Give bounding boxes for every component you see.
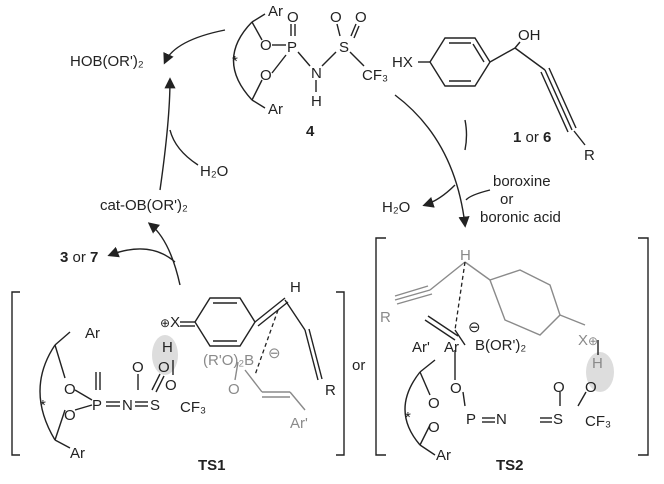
atom-label: O <box>260 67 272 84</box>
forming-bond <box>254 309 279 376</box>
substrate-in-arrow <box>464 119 468 151</box>
atom-label: O <box>585 379 597 396</box>
water-out-arrow <box>422 184 456 208</box>
cycle-arrow <box>394 94 470 228</box>
atom-label: O <box>132 359 144 376</box>
atom-label: ⊕X <box>160 314 180 331</box>
atom-label: H <box>311 93 322 110</box>
atom-label: R <box>325 382 336 399</box>
atom-label: O <box>287 9 299 26</box>
atom-label: CF₃ <box>180 399 206 416</box>
atom-label: O <box>158 359 170 376</box>
quinoid-ring <box>489 269 561 336</box>
atom-label: O <box>330 9 342 26</box>
atom-label: O <box>553 379 565 396</box>
h2o-in-arrow <box>169 129 199 166</box>
cycle-arrow <box>159 77 176 191</box>
atom-label: O <box>64 381 76 398</box>
boron-label: B(OR')₂ <box>475 337 526 354</box>
aryl-label: Ar <box>268 101 283 118</box>
intermediate-label: cat-OB(OR')₂ <box>100 197 188 214</box>
atom-label: O <box>450 380 462 397</box>
atom-label: H <box>592 355 603 372</box>
reagent-label: boroxine <box>493 173 551 190</box>
aryl-label: Ar' <box>412 339 430 356</box>
ts-label: TS1 <box>198 457 226 474</box>
chirality-star: * <box>405 409 411 426</box>
catalyst-4: Ar Ar * O O O P N S O O CF₃ H 4 <box>232 3 388 140</box>
atom-label: N <box>122 397 133 414</box>
atom-label: S <box>150 397 160 414</box>
bracket-left <box>375 237 386 456</box>
atom-label: X⊕ <box>578 332 598 349</box>
atom-label: R <box>380 309 391 326</box>
binaphthyl-arc <box>232 21 253 101</box>
charge-label: ⊖ <box>268 345 281 362</box>
compound-number: 4 <box>306 123 315 140</box>
atom-label: O <box>428 395 440 412</box>
reagent-label: boronic acid <box>480 209 561 226</box>
transition-state-1: ⊕X H H O (R'O)₂B ⊖ O Ar Ar * O O P N S O… <box>11 279 345 474</box>
atom-label: O <box>260 37 272 54</box>
reagent-in-arrow <box>465 189 491 201</box>
atom-label: H <box>460 247 471 264</box>
aryl-label: Ar' <box>290 415 308 432</box>
transition-state-2: H R ⊖ B(OR')₂ X⊕ H Ar' Ar O Ar Ar * O O … <box>375 237 649 474</box>
atom-label: O <box>64 407 76 424</box>
ts-label: TS2 <box>496 457 524 474</box>
bracket-right <box>638 237 649 456</box>
hbond-highlight <box>586 352 614 392</box>
reagent-label: or <box>500 191 513 208</box>
or-label: or <box>352 357 365 374</box>
water-label: H₂O <box>382 199 410 216</box>
aryl-label: Ar <box>268 3 283 20</box>
atom-label: P <box>287 39 297 56</box>
atom-label: P <box>466 411 476 428</box>
atom-label: O <box>428 419 440 436</box>
cycle-arrow <box>163 29 226 65</box>
atom-label: R <box>584 147 595 164</box>
boric-byproduct: HOB(OR')₂ <box>70 53 144 70</box>
atom-label: H <box>290 279 301 296</box>
water-label: H₂O <box>200 163 228 180</box>
product-label: 3 or 7 <box>60 249 98 266</box>
bracket-right <box>336 291 345 456</box>
aryl-label: Ar <box>444 339 459 356</box>
atom-label: CF₃ <box>585 413 611 430</box>
atom-label: O <box>355 9 367 26</box>
cycle-arrow <box>147 222 181 286</box>
substrate: HX OH R 1 or 6 <box>392 27 595 164</box>
chirality-star: * <box>232 53 238 70</box>
atom-label: N <box>496 411 507 428</box>
atom-label: CF₃ <box>362 67 388 84</box>
atom-label: O <box>228 381 240 398</box>
atom-label: S <box>339 39 349 56</box>
atom-label: N <box>311 65 322 82</box>
atom-label: H <box>162 339 173 356</box>
forming-bond <box>454 261 466 331</box>
atom-label: P <box>92 397 102 414</box>
binaphthyl-arc <box>39 344 56 441</box>
atom-label: O <box>165 377 177 394</box>
aryl-label: Ar <box>85 325 100 342</box>
right-cycle: H₂O boroxine or boronic acid <box>382 94 561 228</box>
left-cycle: HOB(OR')₂ H₂O cat-OB(OR')₂ 3 or 7 <box>60 29 228 286</box>
compound-number: 1 or 6 <box>513 129 551 146</box>
chirality-star: * <box>40 397 46 414</box>
product-arrow <box>107 246 176 263</box>
bracket-left <box>11 291 20 456</box>
hbond-highlight <box>152 335 178 375</box>
quinoid-ring <box>194 297 256 347</box>
aryl-label: Ar <box>436 447 451 464</box>
charge-label: ⊖ <box>468 319 481 336</box>
boron-label: (R'O)₂B <box>203 352 254 369</box>
aryl-label: Ar <box>70 445 85 462</box>
atom-label: OH <box>518 27 541 44</box>
atom-label: S <box>553 411 563 428</box>
atom-label: HX <box>392 54 413 71</box>
binaphthyl-arc <box>404 371 421 446</box>
benzene-ring <box>429 37 491 87</box>
